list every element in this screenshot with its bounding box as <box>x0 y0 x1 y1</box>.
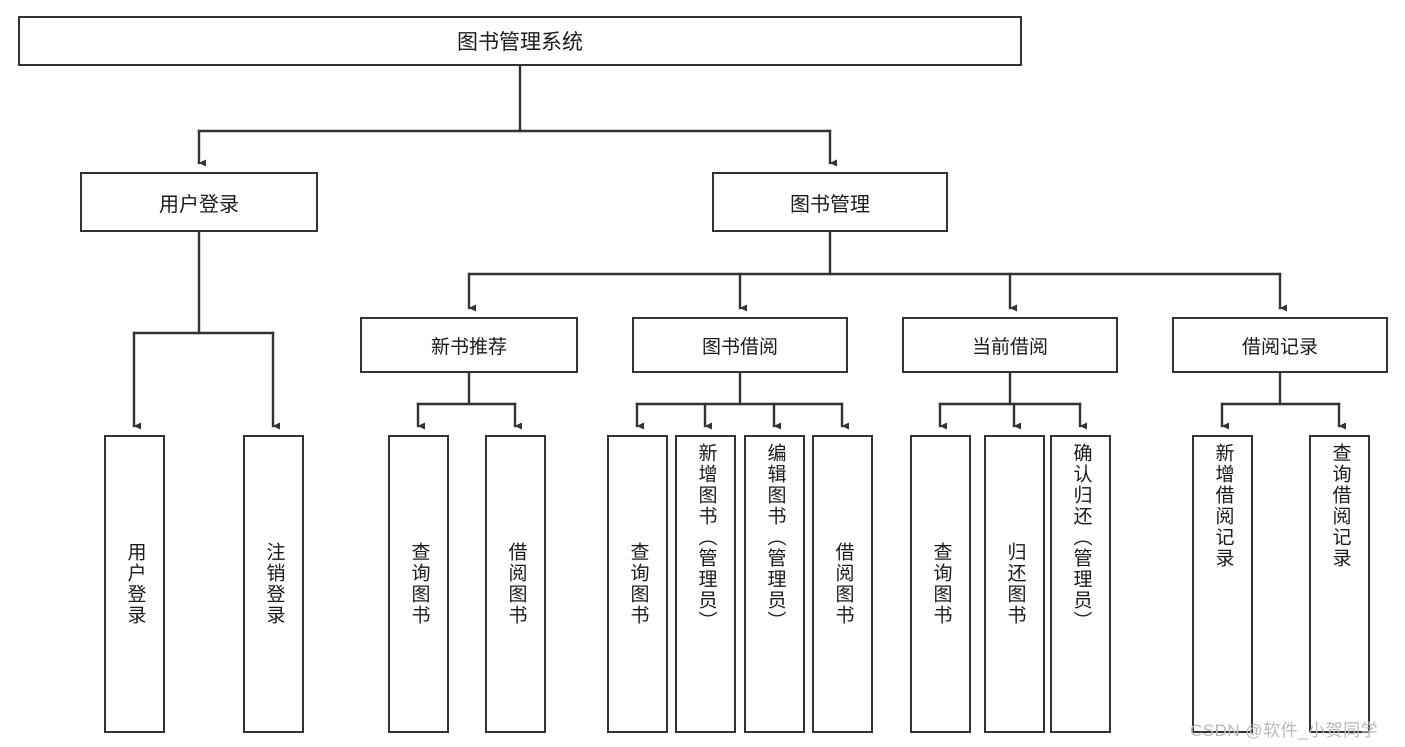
node-l-add-book[interactable]: 新增图书（管理员） <box>675 435 736 733</box>
node-n-new-book-rec[interactable]: 新书推荐 <box>360 317 578 373</box>
node-label: 借阅记录 <box>1241 336 1318 358</box>
node-n-user-login[interactable]: 用户登录 <box>80 172 318 232</box>
node-label: 图书管理系统 <box>457 31 583 54</box>
node-label: 用户登录 <box>159 193 239 216</box>
node-label: 图书借阅 <box>701 336 778 358</box>
node-l-query-book-cur[interactable]: 查询图书 <box>910 435 971 733</box>
node-label: 查询图书 <box>627 542 649 626</box>
node-label: 确认归还（管理员） <box>1070 443 1092 632</box>
node-l-user-login[interactable]: 用户登录 <box>104 435 165 733</box>
node-label: 借阅图书 <box>505 542 527 626</box>
node-root[interactable]: 图书管理系统 <box>18 16 1022 66</box>
node-l-query-book-bor[interactable]: 查询图书 <box>607 435 668 733</box>
node-label: 注销登录 <box>263 542 285 626</box>
edges-group <box>132 64 1347 430</box>
node-l-add-borrow-record[interactable]: 新增借阅记录 <box>1192 435 1253 733</box>
node-l-query-book-rec[interactable]: 查询图书 <box>388 435 449 733</box>
node-n-book-manage[interactable]: 图书管理 <box>712 172 948 232</box>
node-label: 用户登录 <box>124 542 146 626</box>
node-label: 查询借阅记录 <box>1329 443 1351 569</box>
node-l-confirm-return[interactable]: 确认归还（管理员） <box>1050 435 1111 733</box>
node-label: 查询图书 <box>930 542 952 626</box>
node-label: 新增借阅记录 <box>1212 443 1234 569</box>
watermark-label: CSDN @软件_小贺同学 <box>1190 721 1379 740</box>
node-l-borrow-book-rec[interactable]: 借阅图书 <box>485 435 546 733</box>
node-n-borrow-record[interactable]: 借阅记录 <box>1172 317 1388 373</box>
node-label: 借阅图书 <box>832 542 854 626</box>
node-l-edit-book[interactable]: 编辑图书（管理员） <box>744 435 805 733</box>
node-label: 归还图书 <box>1004 542 1026 626</box>
node-l-logout-login[interactable]: 注销登录 <box>243 435 304 733</box>
node-label: 查询图书 <box>408 542 430 626</box>
node-l-query-borrow-record[interactable]: 查询借阅记录 <box>1309 435 1370 733</box>
node-l-return-book[interactable]: 归还图书 <box>984 435 1045 733</box>
node-n-current-borrow[interactable]: 当前借阅 <box>902 317 1118 373</box>
node-label: 编辑图书（管理员） <box>764 443 786 632</box>
node-label: 图书管理 <box>790 193 870 216</box>
node-label: 新书推荐 <box>430 336 507 358</box>
node-n-book-borrow[interactable]: 图书借阅 <box>632 317 848 373</box>
node-l-borrow-book-bor[interactable]: 借阅图书 <box>812 435 873 733</box>
node-label: 新增图书（管理员） <box>695 443 717 632</box>
node-label: 当前借阅 <box>971 336 1048 358</box>
